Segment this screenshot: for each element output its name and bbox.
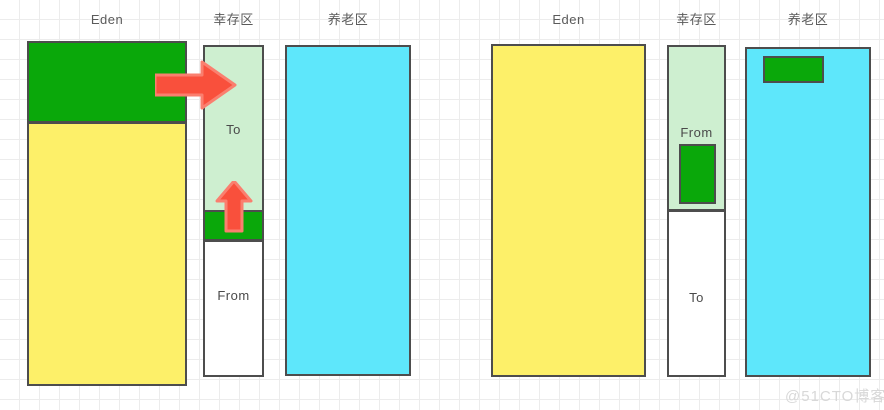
old-gen-promoted-objects-right [763, 56, 824, 83]
label-survivor-right: 幸存区 [676, 12, 717, 27]
label-eden-left: Eden [90, 12, 124, 27]
eden-free-block-left [27, 122, 187, 386]
eden-free-block-right [491, 44, 646, 377]
old-gen-region-left [285, 45, 411, 376]
watermark: @51CTO博客 [785, 388, 884, 405]
survivor-from-region-left: From [203, 240, 264, 377]
survivor-from-label-left: From [217, 288, 250, 303]
label-survivor-left: 幸存区 [213, 12, 254, 27]
survivor-surviving-objects-right [679, 144, 716, 204]
survivor-from-label-right: From [680, 125, 713, 140]
label-old-left: 养老区 [327, 12, 369, 27]
survivor-to-region-right: To [667, 210, 726, 377]
survivor-to-label-right: To [689, 290, 704, 305]
survivor-from-used-block-left [203, 210, 264, 241]
label-old-right: 养老区 [787, 12, 829, 27]
old-gen-region-right [745, 47, 871, 377]
survivor-to-region-left: To [203, 45, 264, 212]
survivor-to-label-left: To [226, 122, 241, 137]
label-eden-right: Eden [552, 12, 585, 27]
eden-used-block-left [27, 41, 187, 123]
